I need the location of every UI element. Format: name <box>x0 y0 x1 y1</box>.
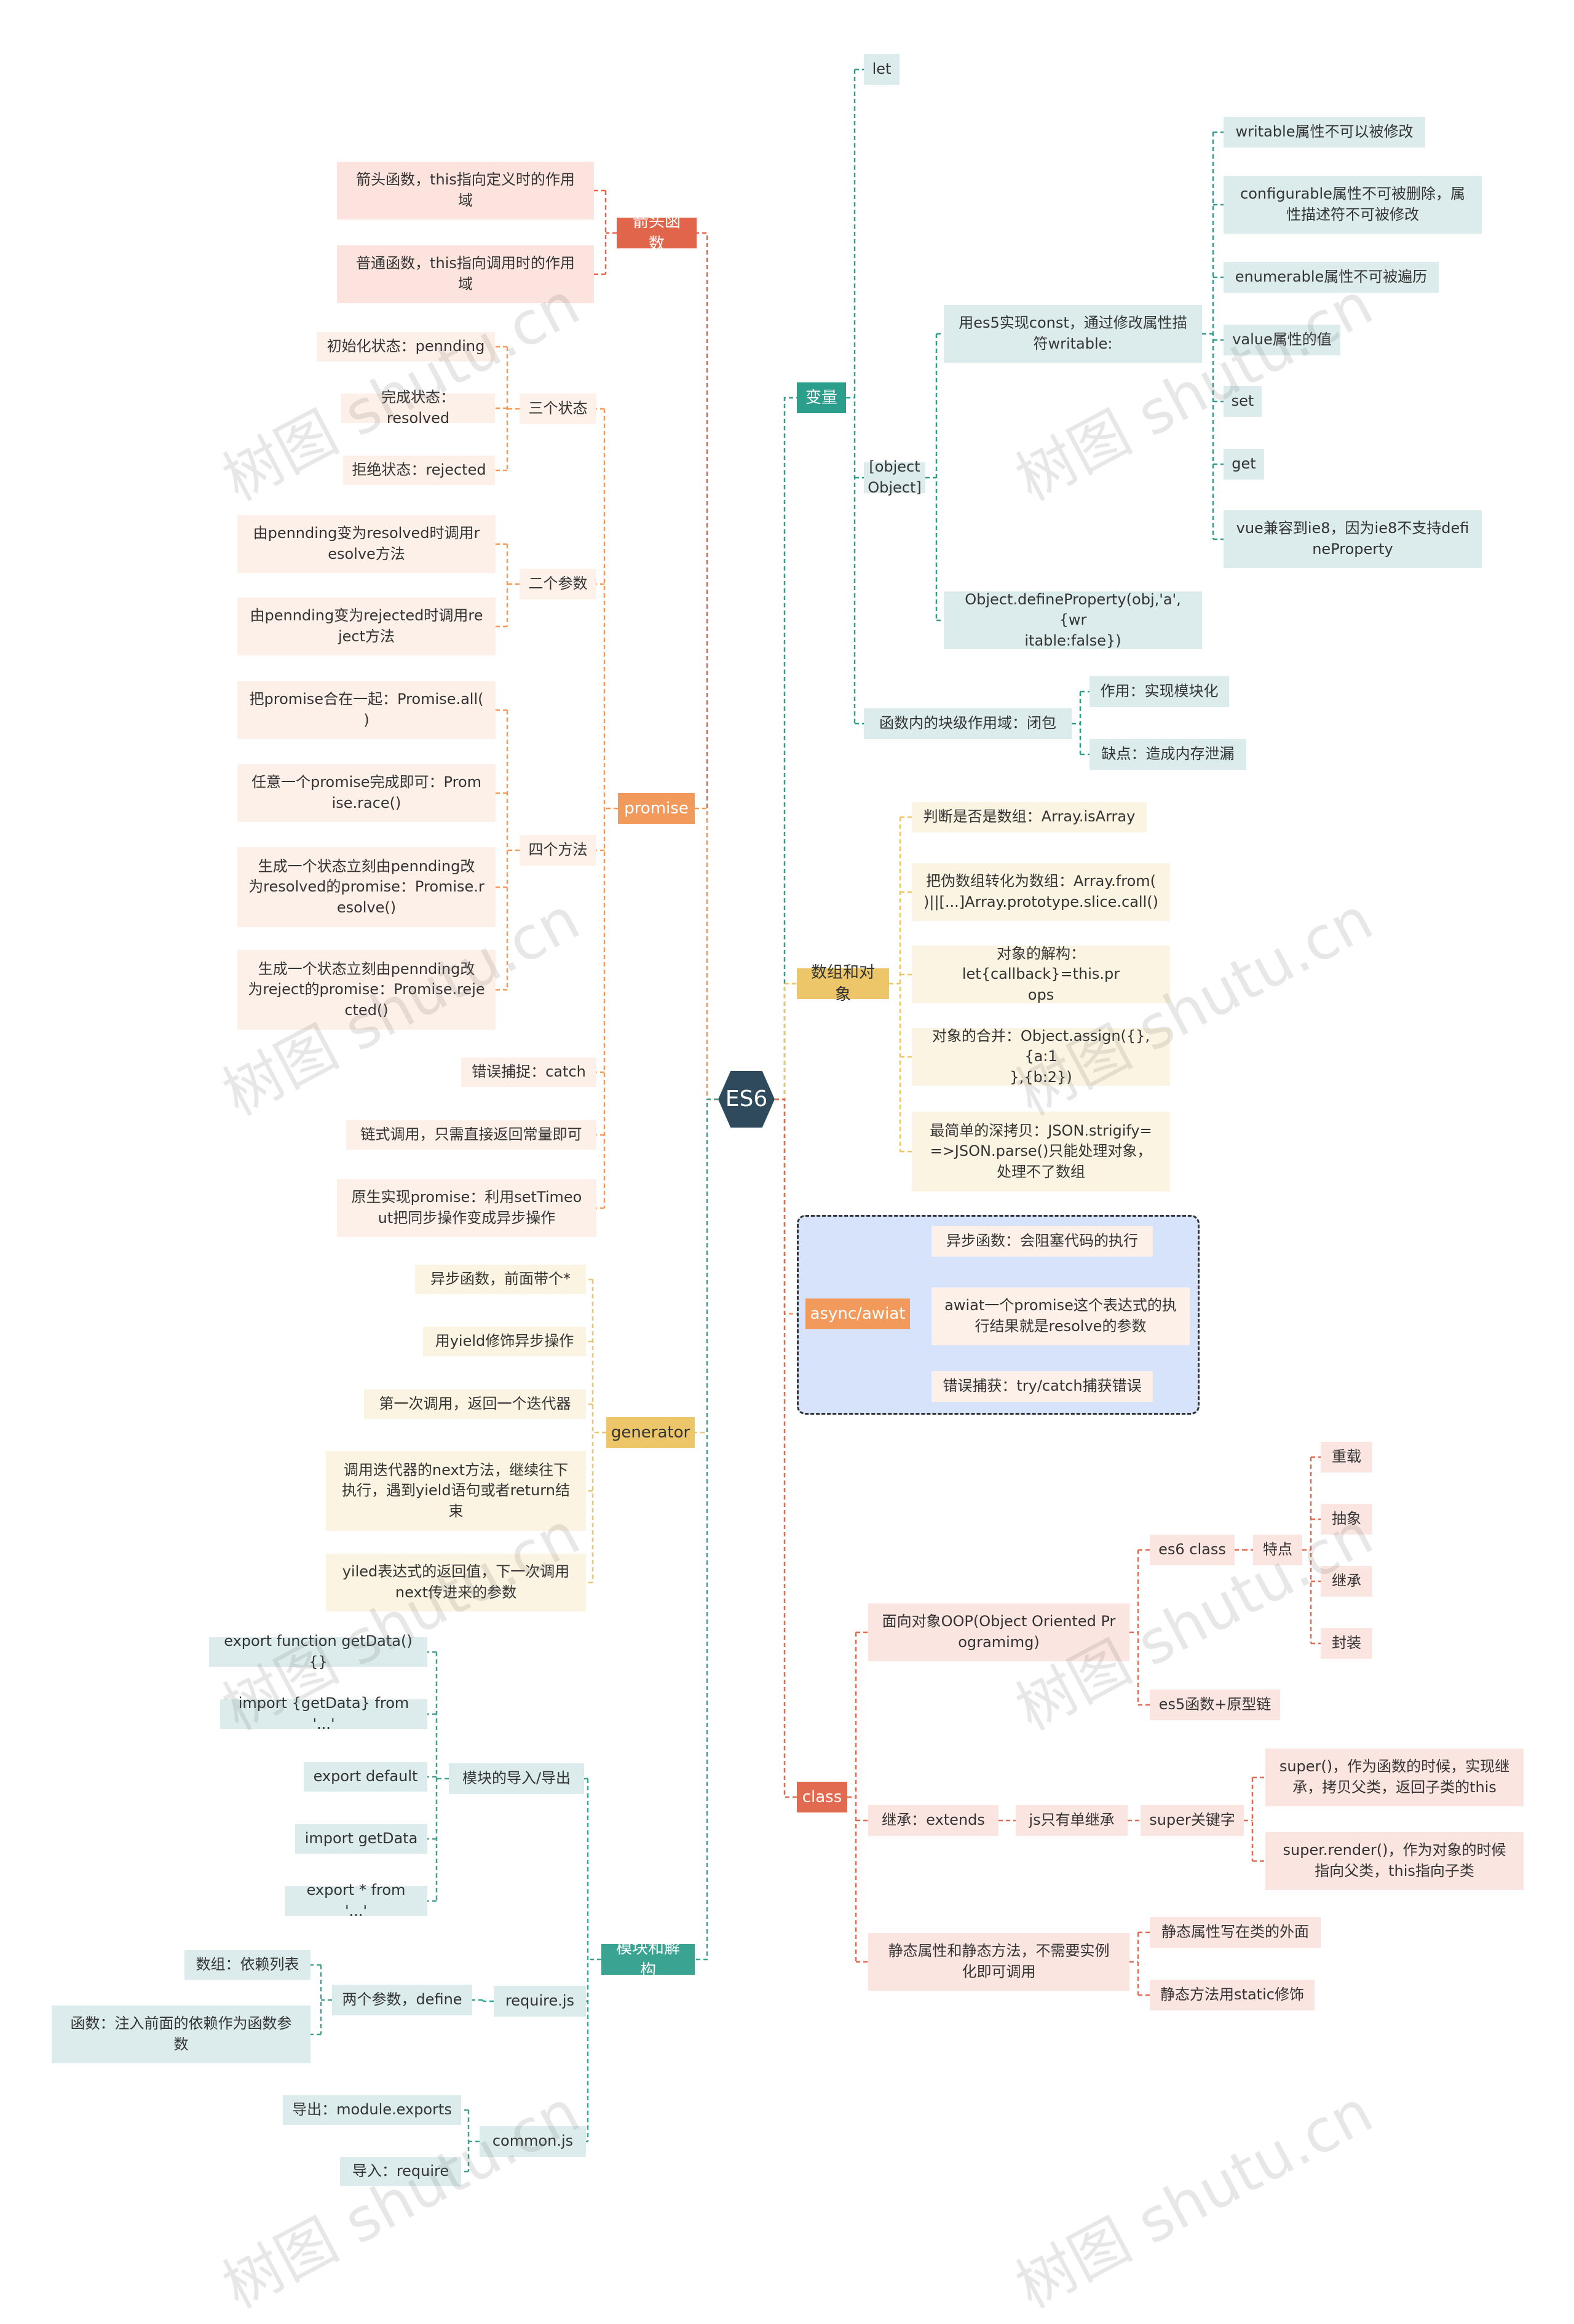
static-item[interactable]: 静态方法用static修饰 <box>1150 1980 1315 2010</box>
var-closure[interactable]: 函数内的块级作用域：闭包 <box>864 708 1072 739</box>
generator-item[interactable]: yiled表达式的返回值，下一次调用 next传进来的参数 <box>326 1554 586 1611</box>
array-item[interactable]: 最简单的深拷贝：JSON.strigify= =>JSON.parse()只能处… <box>912 1112 1170 1192</box>
branch-async-await[interactable]: async/awiat <box>805 1298 910 1329</box>
static-item[interactable]: 静态属性写在类的外面 <box>1150 1917 1321 1948</box>
define-item[interactable]: 数组：依赖列表 <box>184 1950 310 1980</box>
es5-item[interactable]: configurable属性不可被删除，属 性描述符不可被修改 <box>1224 176 1482 234</box>
connector <box>775 982 797 1101</box>
arrow-item[interactable]: 箭头函数，this指向定义时的作用 域 <box>337 162 594 219</box>
branch-generator[interactable]: generator <box>606 1417 695 1448</box>
commonjs-item[interactable]: 导出：module.exports <box>283 2095 461 2125</box>
feature-item[interactable]: 封装 <box>1321 1628 1372 1659</box>
root-node-es6[interactable]: ES6 <box>718 1071 775 1128</box>
feature-item[interactable]: 抽象 <box>1321 1504 1372 1535</box>
const-es5[interactable]: 用es5实现const，通过修改属性描 符writable: <box>944 305 1202 363</box>
super-item[interactable]: super()，作为函数的时候，实现继 承，拷贝父类，返回子类的this <box>1265 1749 1524 1806</box>
promise-param-item[interactable]: 由pennding变为resolved时调用r esolve方法 <box>237 515 496 573</box>
es5-item[interactable]: vue兼容到ie8，因为ie8不支持defi neProperty <box>1224 510 1482 568</box>
branch-arrays-objects[interactable]: 数组和对象 <box>797 963 889 1004</box>
branch-promise[interactable]: promise <box>618 793 695 824</box>
array-item[interactable]: 判断是否是数组：Array.isArray <box>912 802 1147 832</box>
branch-arrow-functions[interactable]: 箭头函数 <box>617 213 697 253</box>
promise-method-item[interactable]: 把promise合在一起：Promise.all( ) <box>237 681 496 739</box>
es5-item[interactable]: writable属性不可以被修改 <box>1224 117 1425 148</box>
array-item[interactable]: 对象的合并：Object.assign({},{a:1 },{b:2}) <box>912 1027 1170 1086</box>
extends-single[interactable]: js只有单继承 <box>1016 1805 1128 1836</box>
branch-class[interactable]: class <box>797 1782 847 1812</box>
connector <box>775 397 797 1101</box>
closure-item[interactable]: 缺点：造成内存泄漏 <box>1090 739 1246 770</box>
generator-item[interactable]: 调用迭代器的next方法，继续往下 执行，遇到yield语句或者return结 … <box>326 1451 586 1531</box>
promise-method-item[interactable]: 生成一个状态立刻由pennding改 为resolved的promise：Pro… <box>237 847 496 927</box>
generator-item[interactable]: 异步函数，前面带个* <box>415 1265 586 1294</box>
oop-features[interactable]: 特点 <box>1253 1535 1302 1565</box>
arrow-item[interactable]: 普通函数，this指向调用时的作用 域 <box>337 245 594 303</box>
module-ie-item[interactable]: export * from '...' <box>285 1881 427 1919</box>
super-item[interactable]: super.render()，作为对象的时候 指向父类，this指向子类 <box>1265 1832 1524 1890</box>
async-item[interactable]: awiat一个promise这个表达式的执 行结果就是resolve的参数 <box>931 1287 1190 1345</box>
promise-methods[interactable]: 四个方法 <box>520 835 596 866</box>
branch-modules[interactable]: 模块和解构 <box>601 1939 695 1980</box>
promise-catch[interactable]: 错误捕捉：catch <box>461 1057 596 1087</box>
module-ie-item[interactable]: import {getData} from '...' <box>220 1694 427 1733</box>
promise-param-item[interactable]: 由pennding变为rejected时调用re ject方法 <box>237 598 496 655</box>
es5-item[interactable]: value属性的值 <box>1224 325 1340 355</box>
module-import-export[interactable]: 模块的导入/导出 <box>449 1763 584 1794</box>
promise-chain[interactable]: 链式调用，只需直接返回常量即可 <box>346 1120 596 1150</box>
promise-method-item[interactable]: 生成一个状态立刻由pennding改 为reject的promise：Promi… <box>237 950 496 1030</box>
feature-item[interactable]: 继承 <box>1321 1566 1372 1597</box>
promise-states[interactable]: 三个状态 <box>520 393 596 424</box>
connector <box>697 232 718 1101</box>
const-define-property[interactable]: Object.defineProperty(obj,'a',{wr itable… <box>944 591 1202 649</box>
module-ie-item[interactable]: export default <box>304 1762 427 1792</box>
var-const[interactable]: [object Object] <box>864 458 925 496</box>
connector <box>775 1098 797 1798</box>
module-commonjs[interactable]: common.js <box>480 2126 586 2157</box>
commonjs-item[interactable]: 导入：require <box>340 2157 461 2186</box>
es5-item[interactable]: get <box>1224 449 1264 480</box>
oop-es6-class[interactable]: es6 class <box>1150 1535 1235 1565</box>
array-item[interactable]: 把伪数组转化为数组：Array.from( )||[...]Array.prot… <box>912 863 1170 921</box>
promise-state-item[interactable]: 初始化状态：pennding <box>317 332 495 362</box>
define-item[interactable]: 函数：注入前面的依赖作为函数参 数 <box>52 2006 310 2063</box>
module-requirejs[interactable]: require.js <box>494 1986 586 2017</box>
generator-item[interactable]: 用yield修饰异步操作 <box>423 1327 586 1356</box>
oop-es5-prototype[interactable]: es5函数+原型链 <box>1150 1690 1280 1720</box>
promise-method-item[interactable]: 任意一个promise完成即可：Prom ise.race() <box>237 764 496 822</box>
promise-state-item[interactable]: 完成状态：resolved <box>341 389 495 427</box>
branch-variables[interactable]: 变量 <box>797 382 846 413</box>
es5-item[interactable]: enumerable属性不可被遍历 <box>1224 262 1439 293</box>
module-ie-item[interactable]: export function getData(){} <box>209 1632 427 1670</box>
class-oop[interactable]: 面向对象OOP(Object Oriented Pr ogramimg) <box>868 1603 1129 1661</box>
promise-native[interactable]: 原生实现promise：利用setTimeo ut把同步操作变成异步操作 <box>337 1179 596 1237</box>
connector-lines <box>310 68 1321 2173</box>
es5-item[interactable]: set <box>1224 386 1262 417</box>
var-let[interactable]: let <box>864 54 900 85</box>
promise-state-item[interactable]: 拒绝状态：rejected <box>343 456 495 485</box>
array-item[interactable]: 对象的解构：let{callback}=this.pr ops <box>912 945 1170 1003</box>
module-ie-item[interactable]: import getData <box>295 1824 427 1854</box>
class-static[interactable]: 静态属性和静态方法，不需要实例 化即可调用 <box>868 1933 1129 1991</box>
generator-item[interactable]: 第一次调用，返回一个迭代器 <box>364 1389 586 1419</box>
async-item[interactable]: 错误捕获：try/catch捕获错误 <box>931 1371 1153 1402</box>
feature-item[interactable]: 重载 <box>1321 1442 1372 1472</box>
extends-super[interactable]: super关键字 <box>1141 1805 1244 1836</box>
async-item[interactable]: 异步函数：会阻塞代码的执行 <box>931 1226 1153 1257</box>
closure-item[interactable]: 作用：实现模块化 <box>1090 676 1229 707</box>
requirejs-define[interactable]: 两个参数，define <box>332 1985 472 2015</box>
connector <box>695 1098 718 1961</box>
promise-params[interactable]: 二个参数 <box>520 569 596 599</box>
class-extends[interactable]: 继承：extends <box>868 1805 999 1836</box>
connector <box>695 807 718 1101</box>
